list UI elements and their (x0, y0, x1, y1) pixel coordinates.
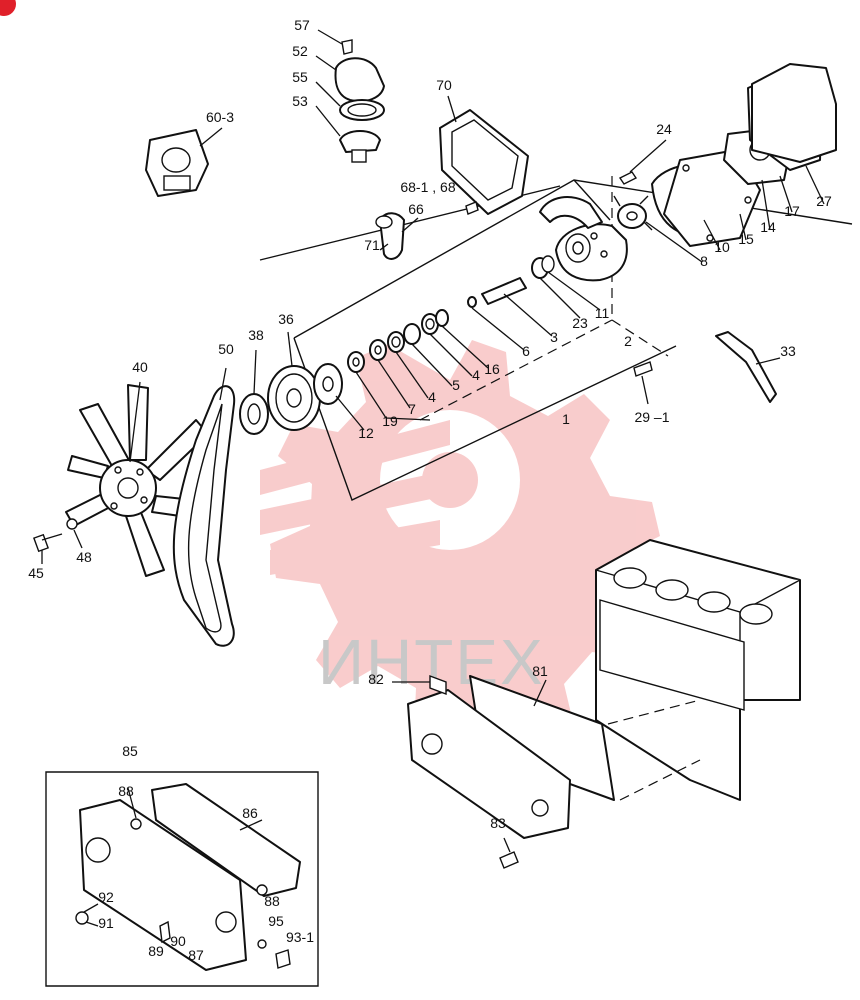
bypass-hose (375, 212, 419, 260)
callout-c5: 5 (452, 377, 460, 393)
cylinder-block (595, 539, 801, 801)
callout-c7: 7 (408, 401, 416, 417)
callout-c52: 52 (292, 43, 308, 59)
callout-c90: 90 (170, 933, 186, 949)
callout-c10: 10 (714, 239, 730, 255)
stud-bolt (618, 139, 667, 185)
callout-c93-1: 93-1 (286, 929, 314, 945)
callout-c50: 50 (218, 341, 234, 357)
callout-c83: 83 (490, 815, 506, 831)
callout-c6: 6 (522, 343, 530, 359)
corner-badge (0, 0, 16, 16)
water-pump-pulley (267, 331, 321, 431)
callout-c95: 95 (268, 913, 284, 929)
callout-c57: 57 (294, 17, 310, 33)
callout-c70: 70 (436, 77, 452, 93)
cover-bolt (465, 201, 479, 215)
pump-cover-plate (439, 95, 529, 215)
callout-c40: 40 (132, 359, 148, 375)
callout-c27: 27 (816, 193, 832, 209)
callout-c12: 12 (358, 425, 374, 441)
callout-c60-3: 60-3 (206, 109, 234, 125)
callout-c86: 86 (242, 805, 258, 821)
water-pump-body (539, 196, 628, 282)
mechanical-seal (531, 255, 601, 319)
callout-c16: 16 (484, 361, 500, 377)
thermostat-housing (145, 127, 223, 197)
impeller (613, 195, 703, 263)
watermark-logo (260, 340, 660, 744)
v-belt (172, 367, 236, 647)
callout-c23: 23 (572, 315, 588, 331)
callout-c4b: 4 (428, 389, 436, 405)
callout-c1: 1 (562, 411, 570, 427)
callout-c24: 24 (656, 121, 672, 137)
callout-c55: 55 (292, 69, 308, 85)
callout-c36: 36 (278, 311, 294, 327)
callout-c71: 71 (364, 237, 380, 253)
callout-c92: 92 (98, 889, 114, 905)
callout-c53: 53 (292, 93, 308, 109)
bolt-29-1 (633, 361, 653, 405)
callout-c14: 14 (760, 219, 776, 235)
callout-c85: 85 (122, 743, 138, 759)
callout-c45: 45 (28, 565, 44, 581)
callout-c48: 48 (76, 549, 92, 565)
callout-c87: 87 (188, 947, 204, 963)
callout-c29-1: 29 –1 (634, 409, 669, 425)
callout-c15: 15 (738, 231, 754, 247)
callout-c82: 82 (368, 671, 384, 687)
adjusting-bracket (715, 331, 781, 403)
thermostat-group (315, 29, 385, 163)
callout-c3: 3 (550, 329, 558, 345)
fan-bolts (33, 518, 83, 564)
callout-c81: 81 (532, 663, 548, 679)
callout-c11: 11 (595, 305, 610, 321)
bearing-seal-stack (347, 296, 525, 421)
callout-c89: 89 (148, 943, 164, 959)
pump-cover-and-gasket (651, 149, 761, 251)
callout-c66: 66 (408, 201, 424, 217)
callout-c4a: 4 (472, 367, 480, 383)
pump-shaft (481, 277, 553, 337)
callout-c38: 38 (248, 327, 264, 343)
engine-block-upper (751, 63, 837, 163)
callout-c68: 68-1 , 68 (400, 179, 455, 195)
callout-c8: 8 (700, 253, 708, 269)
callout-c17: 17 (784, 203, 800, 219)
callout-c2: 2 (624, 333, 632, 349)
oil-cooler-assembly (392, 674, 701, 869)
callout-c88a: 88 (118, 783, 134, 799)
callout-c33: 33 (780, 343, 796, 359)
oil-cooler-inset (45, 771, 319, 987)
callout-c19: 19 (382, 413, 398, 429)
callout-c88b: 88 (264, 893, 280, 909)
spacer-pulley (239, 349, 269, 435)
callout-c91: 91 (98, 915, 114, 931)
pulley-hub (313, 363, 365, 431)
